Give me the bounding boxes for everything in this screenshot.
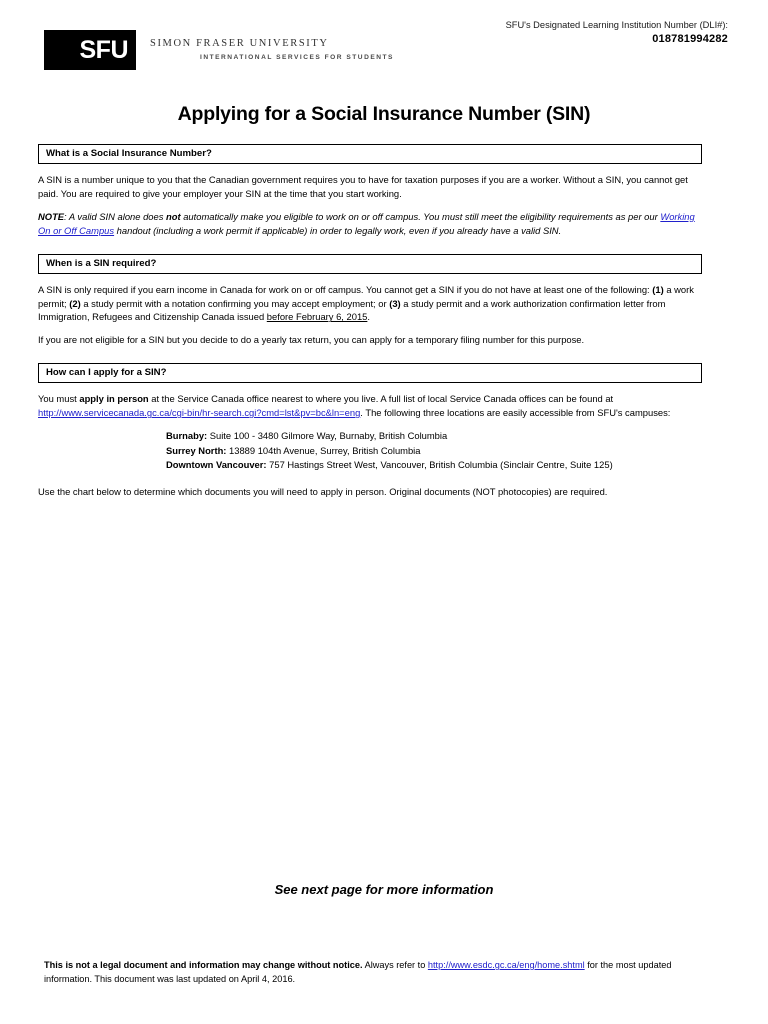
req-text-1: A SIN is only required if you earn incom… (38, 283, 653, 295)
office-burnaby: Burnaby: Suite 100 - 3480 Gilmore Way, B… (166, 429, 702, 444)
note-text-2: automatically make you eligible to work … (180, 210, 661, 222)
document-body: What is a Social Insurance Number? A SIN… (38, 144, 702, 508)
section-heading-when-is-sin-required: When is a SIN required? (38, 253, 702, 274)
note-emphasis-not: not (166, 210, 181, 222)
link-working-on-or-off-campus[interactable]: Working On or Off Campus (38, 210, 695, 236)
office-downtown-vancouver: Downtown Vancouver: 757 Hastings Street … (166, 458, 702, 473)
office-downtown-vancouver-name: Downtown Vancouver: (166, 459, 267, 471)
note-text-1: : A valid SIN alone does (64, 210, 167, 222)
paragraph-sin-definition: A SIN is a number unique to you that the… (38, 174, 688, 199)
office-burnaby-name: Burnaby: (166, 430, 208, 442)
apply-text-2: at the Service Canada office nearest to … (148, 393, 614, 405)
req-item-2-text: a study permit with a notation confirmin… (80, 297, 390, 309)
dli-number: 018781994282 (652, 33, 728, 45)
office-burnaby-address: Suite 100 - 3480 Gilmore Way, Burnaby, B… (207, 430, 448, 442)
sfu-logo: SFU SIMON FRASER UNIVERSITY INTERNATIONA… (44, 30, 394, 70)
paragraph-sin-note: NOTE: A valid SIN alone does not automat… (38, 210, 702, 238)
legal-disclaimer: This is not a legal document and informa… (44, 958, 700, 987)
section-heading-what-is-sin: What is a Social Insurance Number? (38, 144, 702, 164)
sin-application-flowchart: Do you hold a valid work permit? Apply u… (0, 570, 768, 860)
disclaimer-text-2: for the most updated information. This d… (44, 960, 672, 985)
dli-label: SFU's Designated Learning Institution Nu… (505, 20, 728, 30)
paragraph-use-chart-below: Use the chart below to determine which d… (38, 485, 608, 497)
page-title: Applying for a Social Insurance Number (… (177, 103, 591, 125)
office-downtown-vancouver-address: 757 Hastings Street West, Vancouver, Bri… (266, 459, 613, 471)
sfu-logo-mark: SFU (44, 30, 136, 70)
paragraph-apply-in-person: You must apply in person at the Service … (38, 392, 702, 420)
apply-emphasis: apply in person (79, 393, 149, 405)
note-label: NOTE (38, 210, 65, 222)
office-address-list: Burnaby: Suite 100 - 3480 Gilmore Way, B… (38, 429, 702, 473)
link-service-canada-offices[interactable]: http://www.servicecanada.gc.ca/cgi-bin/h… (38, 407, 361, 419)
sfu-logo-unit-name: INTERNATIONAL SERVICES FOR STUDENTS (200, 54, 394, 61)
disclaimer-emphasis: This is not a legal document and informa… (44, 960, 363, 970)
sfu-logo-wordmark: SIMON FRASER UNIVERSITY INTERNATIONAL SE… (150, 30, 394, 61)
req-item-1-number: (1) (652, 283, 664, 295)
dli-block: SFU's Designated Learning Institution Nu… (506, 20, 728, 45)
disclaimer-text-1: Always refer to (362, 960, 428, 970)
req-date-underlined: before February 6, 2015 (266, 311, 368, 323)
req-item-1-text: a work permit; (38, 283, 694, 309)
sfu-logo-university-name: SIMON FRASER UNIVERSITY (150, 38, 329, 49)
sfu-logo-mark-text: SFU (79, 35, 129, 64)
flowchart-connectors (0, 570, 768, 860)
office-surrey-north-address: 13889 104th Avenue, Surrey, British Colu… (226, 444, 421, 456)
office-surrey-north: Surrey North: 13889 104th Avenue, Surrey… (166, 444, 702, 459)
req-item-2-number: (2) (69, 297, 81, 309)
note-text-3: handout (including a work permit if appl… (114, 224, 562, 236)
see-next-page-note: See next page for more information (274, 882, 494, 897)
req-text-end: . (367, 311, 370, 323)
apply-text-1: You must (38, 393, 80, 405)
paragraph-sin-requirements: A SIN is only required if you earn incom… (38, 283, 702, 325)
req-item-3-text: a study permit and a work authorization … (38, 297, 666, 323)
apply-text-3: . The following three locations are easi… (360, 407, 671, 419)
document-header: SFU SIMON FRASER UNIVERSITY INTERNATIONA… (0, 0, 768, 86)
section-heading-how-to-apply: How can I apply for a SIN? (38, 363, 702, 384)
req-item-3-number: (3) (389, 297, 401, 309)
office-surrey-north-name: Surrey North: (166, 444, 227, 456)
link-esdc-home[interactable]: http://www.esdc.gc.ca/eng/home.shtml (427, 960, 585, 970)
paragraph-temporary-filing-number: If you are not eligible for a SIN but yo… (38, 334, 585, 346)
